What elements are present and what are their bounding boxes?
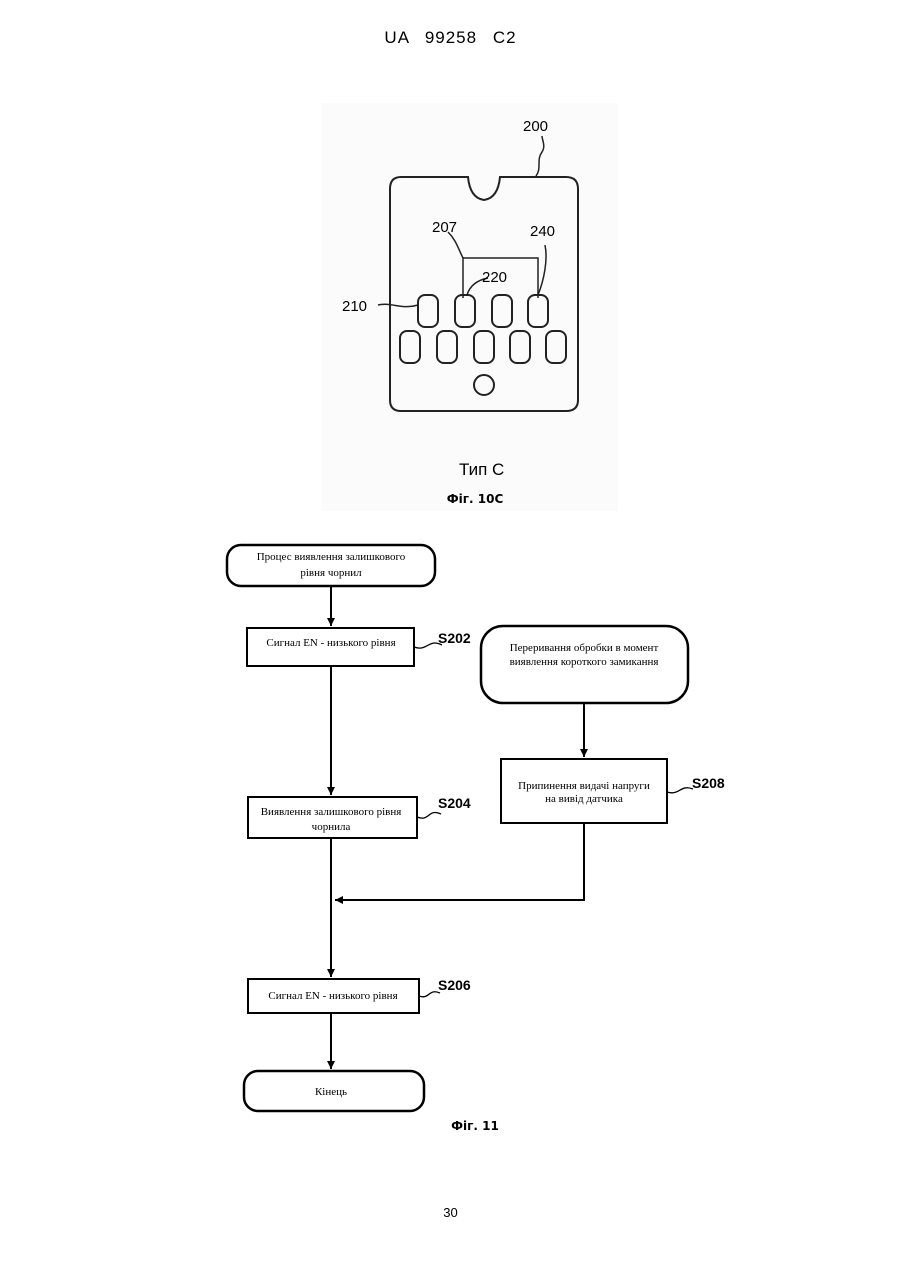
type-label: Тип С	[459, 460, 504, 479]
ref-label-220: 220	[482, 269, 507, 286]
s204-label: S204	[438, 795, 471, 811]
s208-line-1: Припинення видачі напруги	[518, 780, 650, 792]
end-text: Кінець	[315, 1086, 347, 1098]
contact-2-1	[400, 331, 420, 363]
leader-s204	[417, 812, 441, 818]
s204-line-2: чорнила	[312, 821, 351, 833]
s206-text: Сигнал EN - низького рівня	[268, 990, 397, 1002]
figure-11-caption: Фіг. 11	[420, 1119, 530, 1133]
chip-drawing	[378, 136, 578, 411]
contact-2-3	[474, 331, 494, 363]
interrupt-line-2: виявлення короткого замикання	[510, 656, 659, 668]
leader-240	[538, 245, 546, 295]
contact-1-4	[528, 295, 548, 327]
leader-s208	[667, 788, 693, 793]
contact-2-5	[546, 331, 566, 363]
s208-label: S208	[692, 775, 725, 791]
ref-label-207: 207	[432, 219, 457, 236]
ref-label-210: 210	[342, 298, 367, 315]
contact-1-2	[455, 295, 475, 327]
contact-2-2	[437, 331, 457, 363]
start-line-1: Процес виявлення залишкового	[257, 551, 406, 563]
leader-200	[536, 136, 544, 176]
s204-line-1: Виявлення залишкового рівня	[261, 806, 402, 818]
contact-1-1	[418, 295, 438, 327]
s202-label: S202	[438, 630, 471, 646]
contact-1-3	[492, 295, 512, 327]
leader-210	[378, 304, 418, 306]
interrupt-line-1: Переривання обробки в момент	[510, 642, 659, 654]
leader-s206	[419, 992, 440, 997]
s208-line-2: на вивід датчика	[545, 793, 623, 805]
s202-text: Сигнал EN - низького рівня	[266, 637, 395, 649]
start-line-2: рівня чорнил	[300, 567, 362, 579]
ref-label-200: 200	[523, 118, 548, 135]
chip-hole	[474, 375, 494, 395]
ref-label-240: 240	[530, 223, 555, 240]
figure-10c-caption: Фіг. 10С	[420, 492, 530, 506]
page-number: 30	[0, 1205, 901, 1220]
s206-label: S206	[438, 977, 471, 993]
contact-2-4	[510, 331, 530, 363]
